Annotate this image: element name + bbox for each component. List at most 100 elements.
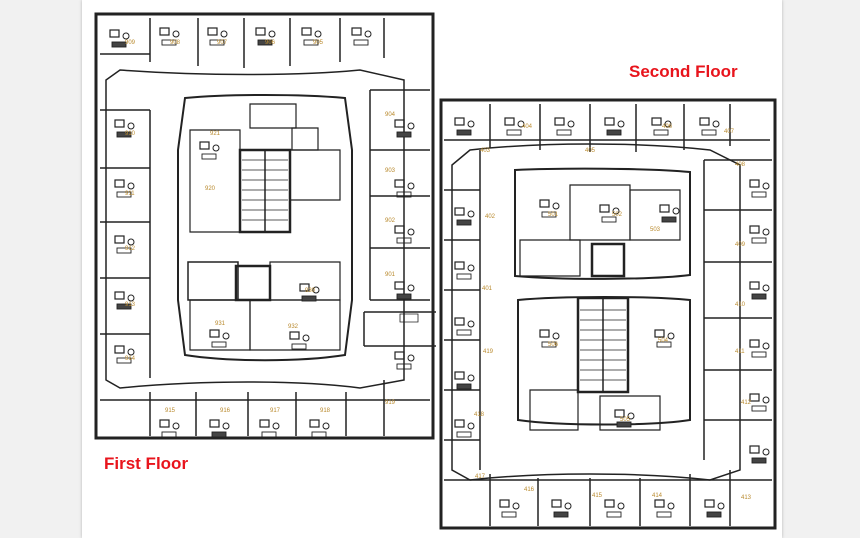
room-number-409: 409	[735, 242, 746, 248]
second-floor-label: Second Floor	[629, 62, 738, 81]
furniture-item	[394, 179, 415, 198]
room-number-930: 930	[305, 288, 316, 294]
furniture-item	[749, 445, 770, 464]
furniture-item	[394, 225, 415, 244]
room-number-418: 418	[474, 412, 485, 418]
furniture-item	[394, 351, 415, 370]
furniture-item	[604, 499, 625, 518]
room-number-917: 917	[270, 408, 281, 414]
furniture-item	[114, 345, 135, 364]
room-number-419: 419	[483, 349, 494, 355]
room-number-915: 915	[165, 408, 176, 414]
room-number-920: 920	[205, 186, 216, 192]
furniture-item	[749, 339, 770, 358]
room-number-504: 504	[658, 338, 669, 344]
room-number-407: 407	[724, 129, 735, 135]
furniture-item	[199, 141, 220, 160]
furniture-item	[209, 419, 230, 438]
furniture-item	[749, 393, 770, 412]
furniture-item	[504, 117, 525, 136]
room-number-401: 401	[482, 286, 493, 292]
second-floor-plan	[439, 98, 777, 530]
room-number-414: 414	[652, 493, 663, 499]
room-number-911: 911	[125, 191, 135, 197]
room-number-405: 405	[585, 148, 596, 154]
furniture-item	[454, 207, 475, 226]
furniture-item	[604, 117, 625, 136]
furniture-item	[454, 117, 475, 136]
furniture-item	[114, 119, 135, 138]
furniture-item	[351, 27, 372, 46]
room-number-919: 919	[385, 400, 396, 406]
furniture-item	[749, 225, 770, 244]
room-number-402: 402	[485, 214, 496, 220]
furniture-item	[255, 27, 276, 46]
furniture-item	[309, 419, 330, 438]
furniture-item	[454, 371, 475, 390]
furniture-item	[289, 331, 310, 350]
furniture-item	[554, 117, 575, 136]
room-number-503: 503	[650, 227, 661, 233]
room-number-406: 406	[662, 124, 673, 130]
furniture-item	[654, 499, 675, 518]
room-number-910: 910	[125, 131, 136, 137]
room-number-403: 403	[480, 148, 491, 154]
room-number-902: 902	[385, 218, 396, 224]
furniture-item	[454, 419, 475, 438]
furniture-item	[704, 499, 725, 518]
furniture-item	[159, 27, 180, 46]
furniture-item	[159, 419, 180, 438]
room-number-411: 411	[735, 349, 745, 355]
room-number-416: 416	[524, 487, 535, 493]
room-number-908: 908	[170, 40, 181, 46]
room-number-506: 506	[548, 342, 559, 348]
furniture-item	[394, 281, 415, 300]
furniture-item	[301, 27, 322, 46]
room-number-914: 914	[125, 356, 136, 362]
room-number-417: 417	[475, 474, 486, 480]
furniture-item	[599, 204, 620, 223]
furniture-item	[749, 281, 770, 300]
furniture-item	[749, 179, 770, 198]
furniture-item	[551, 499, 572, 518]
furniture-item	[699, 117, 720, 136]
room-number-918: 918	[320, 408, 331, 414]
furniture-item	[499, 499, 520, 518]
furniture-item	[209, 329, 230, 348]
room-number-903: 903	[385, 168, 396, 174]
furniture-item	[614, 409, 635, 428]
furniture-symbols	[109, 27, 770, 518]
furniture-item	[109, 29, 130, 48]
room-number-909: 909	[125, 40, 136, 46]
room-number-931: 931	[215, 321, 226, 327]
furniture-item	[659, 204, 680, 223]
room-number-413: 413	[741, 495, 752, 501]
room-number-505: 505	[620, 417, 631, 423]
room-number-904: 904	[385, 112, 396, 118]
furniture-item	[539, 199, 560, 218]
furniture-item	[259, 419, 280, 438]
room-number-913: 913	[125, 302, 136, 308]
room-number-410: 410	[735, 302, 746, 308]
room-number-932: 932	[288, 324, 299, 330]
room-number-408: 408	[735, 162, 746, 168]
room-number-906: 906	[265, 40, 276, 46]
furniture-item	[539, 329, 560, 348]
first-floor-label: First Floor	[104, 454, 189, 473]
room-number-921: 921	[210, 131, 221, 137]
room-number-905: 905	[313, 40, 324, 46]
furniture-item	[114, 179, 135, 198]
first-floor-plan	[94, 12, 436, 440]
room-number-912: 912	[125, 246, 136, 252]
room-number-502: 502	[612, 212, 623, 218]
furniture-item	[299, 283, 320, 302]
furniture-item	[454, 261, 475, 280]
furniture-item	[114, 235, 135, 254]
room-number-404: 404	[522, 124, 533, 130]
furniture-item	[454, 317, 475, 336]
furniture-item	[651, 117, 672, 136]
walls	[94, 12, 777, 530]
